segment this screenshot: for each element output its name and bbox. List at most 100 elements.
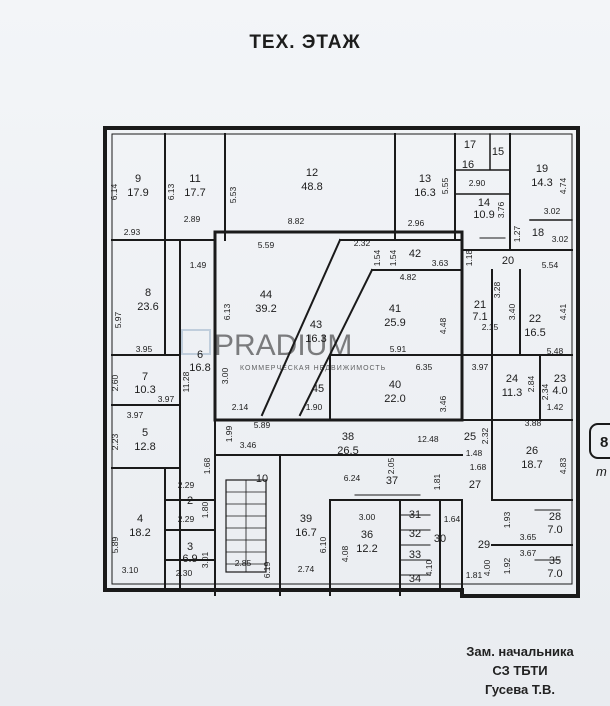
plan-title: ТЕХ. ЭТАЖ (249, 32, 361, 53)
room-area: 4.0 (552, 385, 567, 397)
dimension-value: 3.01 (200, 551, 210, 568)
dimension-value: 4.48 (438, 317, 448, 334)
dimension-value: 5.48 (547, 346, 564, 356)
dimension-value: 1.93 (502, 511, 512, 528)
room-number: 13 (419, 173, 431, 185)
dimension-value: 3.97 (158, 394, 175, 404)
dimension-value: 1.68 (470, 462, 487, 472)
room-area: 17.9 (127, 187, 148, 199)
room-number: 37 (386, 475, 398, 487)
dimension-value: 6.24 (344, 473, 361, 483)
dimension-value: 3.02 (552, 234, 569, 244)
dimension-value: 5.55 (440, 177, 450, 194)
dimension-value: 11.28 (181, 371, 191, 392)
room-area: 16.3 (414, 187, 435, 199)
dimension-value: 1.81 (466, 570, 483, 580)
room-number: 4 (137, 513, 143, 525)
room-number: 15 (492, 146, 504, 158)
dimension-value: 2.14 (232, 402, 249, 412)
dimension-value: 2.23 (110, 433, 120, 450)
room-area: 18.7 (521, 459, 542, 471)
dimension-value: 5.97 (113, 311, 123, 328)
room-area: 48.8 (301, 181, 322, 193)
room-area: 17.7 (184, 187, 205, 199)
room-number: 38 (342, 431, 354, 443)
signature-organization: СЗ ТБТИ (492, 663, 548, 678)
room-number: 20 (502, 255, 514, 267)
room-area: 23.6 (137, 301, 158, 313)
dimension-value: 3.88 (525, 418, 542, 428)
dimension-value: 2.05 (386, 457, 396, 474)
room-area: 26.5 (337, 445, 358, 457)
dimension-value: 2.60 (110, 374, 120, 391)
dimension-value: 2.85 (235, 558, 252, 568)
dimension-value: 1.80 (200, 501, 210, 518)
room-number: 45 (312, 383, 324, 395)
dimension-value: 3.00 (359, 512, 376, 522)
room-number: 9 (135, 173, 141, 185)
room-number: 19 (536, 163, 548, 175)
dimension-value: 3.10 (122, 565, 139, 575)
dimension-value: 4.41 (558, 303, 568, 320)
room-number: 33 (409, 549, 421, 561)
room-number: 12 (306, 167, 318, 179)
room-area: 16.5 (524, 327, 545, 339)
room-number: 28 (549, 511, 561, 523)
room-area: 18.2 (129, 527, 150, 539)
dimension-value: 6.13 (222, 303, 232, 320)
dimension-value: 2.34 (540, 383, 550, 400)
dimension-value: 3.46 (240, 440, 257, 450)
dimension-value: 3.46 (438, 395, 448, 412)
room-number: 7 (142, 371, 148, 383)
signature-name: Гусева Т.В. (485, 682, 555, 697)
dimension-value: 2.89 (184, 214, 201, 224)
room-number: 23 (554, 373, 566, 385)
dimension-value: 2.32 (480, 427, 490, 444)
room-area: 10.9 (473, 209, 494, 221)
dimension-value: 3.97 (472, 362, 489, 372)
room-area: 16.7 (295, 527, 316, 539)
room-number: 18 (532, 227, 544, 239)
room-number: 22 (529, 313, 541, 325)
room-number: 41 (389, 303, 401, 315)
room-number: 5 (142, 427, 148, 439)
dimension-value: 1.99 (224, 425, 234, 442)
dimension-value: 2.29 (178, 480, 195, 490)
room-area: 6.9 (182, 553, 197, 565)
room-number: 17 (464, 139, 476, 151)
dimension-value: 5.59 (258, 240, 275, 250)
room-labels: 9 17.9 11 17.7 12 48.8 13 16.3 17 15 16 … (127, 139, 567, 585)
room-number: 43 (310, 319, 322, 331)
room-number: 10 (256, 473, 268, 485)
dimension-value: 2.84 (526, 375, 536, 392)
dimension-value: 1.54 (388, 249, 398, 266)
room-number: 6 (197, 349, 203, 361)
room-number: 32 (409, 528, 421, 540)
dimension-value: 3.63 (432, 258, 449, 268)
dimension-value: 5.54 (542, 260, 559, 270)
dimension-value: 4.00 (482, 559, 492, 576)
dimension-value: 1.27 (512, 225, 522, 242)
room-area: 12.2 (356, 543, 377, 555)
dimension-value: 1.68 (202, 457, 212, 474)
room-area: 7.1 (472, 311, 487, 323)
edge-marker: 8 т (589, 423, 610, 479)
room-number: 30 (434, 533, 446, 545)
dimension-value: 2.93 (124, 227, 141, 237)
dimension-value: 2.74 (298, 564, 315, 574)
dimension-value: 2.32 (354, 238, 371, 248)
room-area: 11.3 (502, 387, 523, 399)
room-number: 16 (462, 159, 474, 171)
room-number: 27 (469, 479, 481, 491)
dimension-value: 3.95 (136, 344, 153, 354)
room-number: 44 (260, 289, 272, 301)
dimension-labels: 6.14 2.93 6.13 2.89 5.53 8.82 5.55 2.96 … (109, 177, 569, 580)
room-number: 36 (361, 529, 373, 541)
dimension-value: 6.35 (416, 362, 433, 372)
dimension-value: 5.89 (110, 536, 120, 553)
dimension-value: 3.67 (520, 548, 537, 558)
room-number: 34 (409, 573, 421, 585)
dimension-value: 6.19 (262, 561, 272, 578)
room-number: 40 (389, 379, 401, 391)
